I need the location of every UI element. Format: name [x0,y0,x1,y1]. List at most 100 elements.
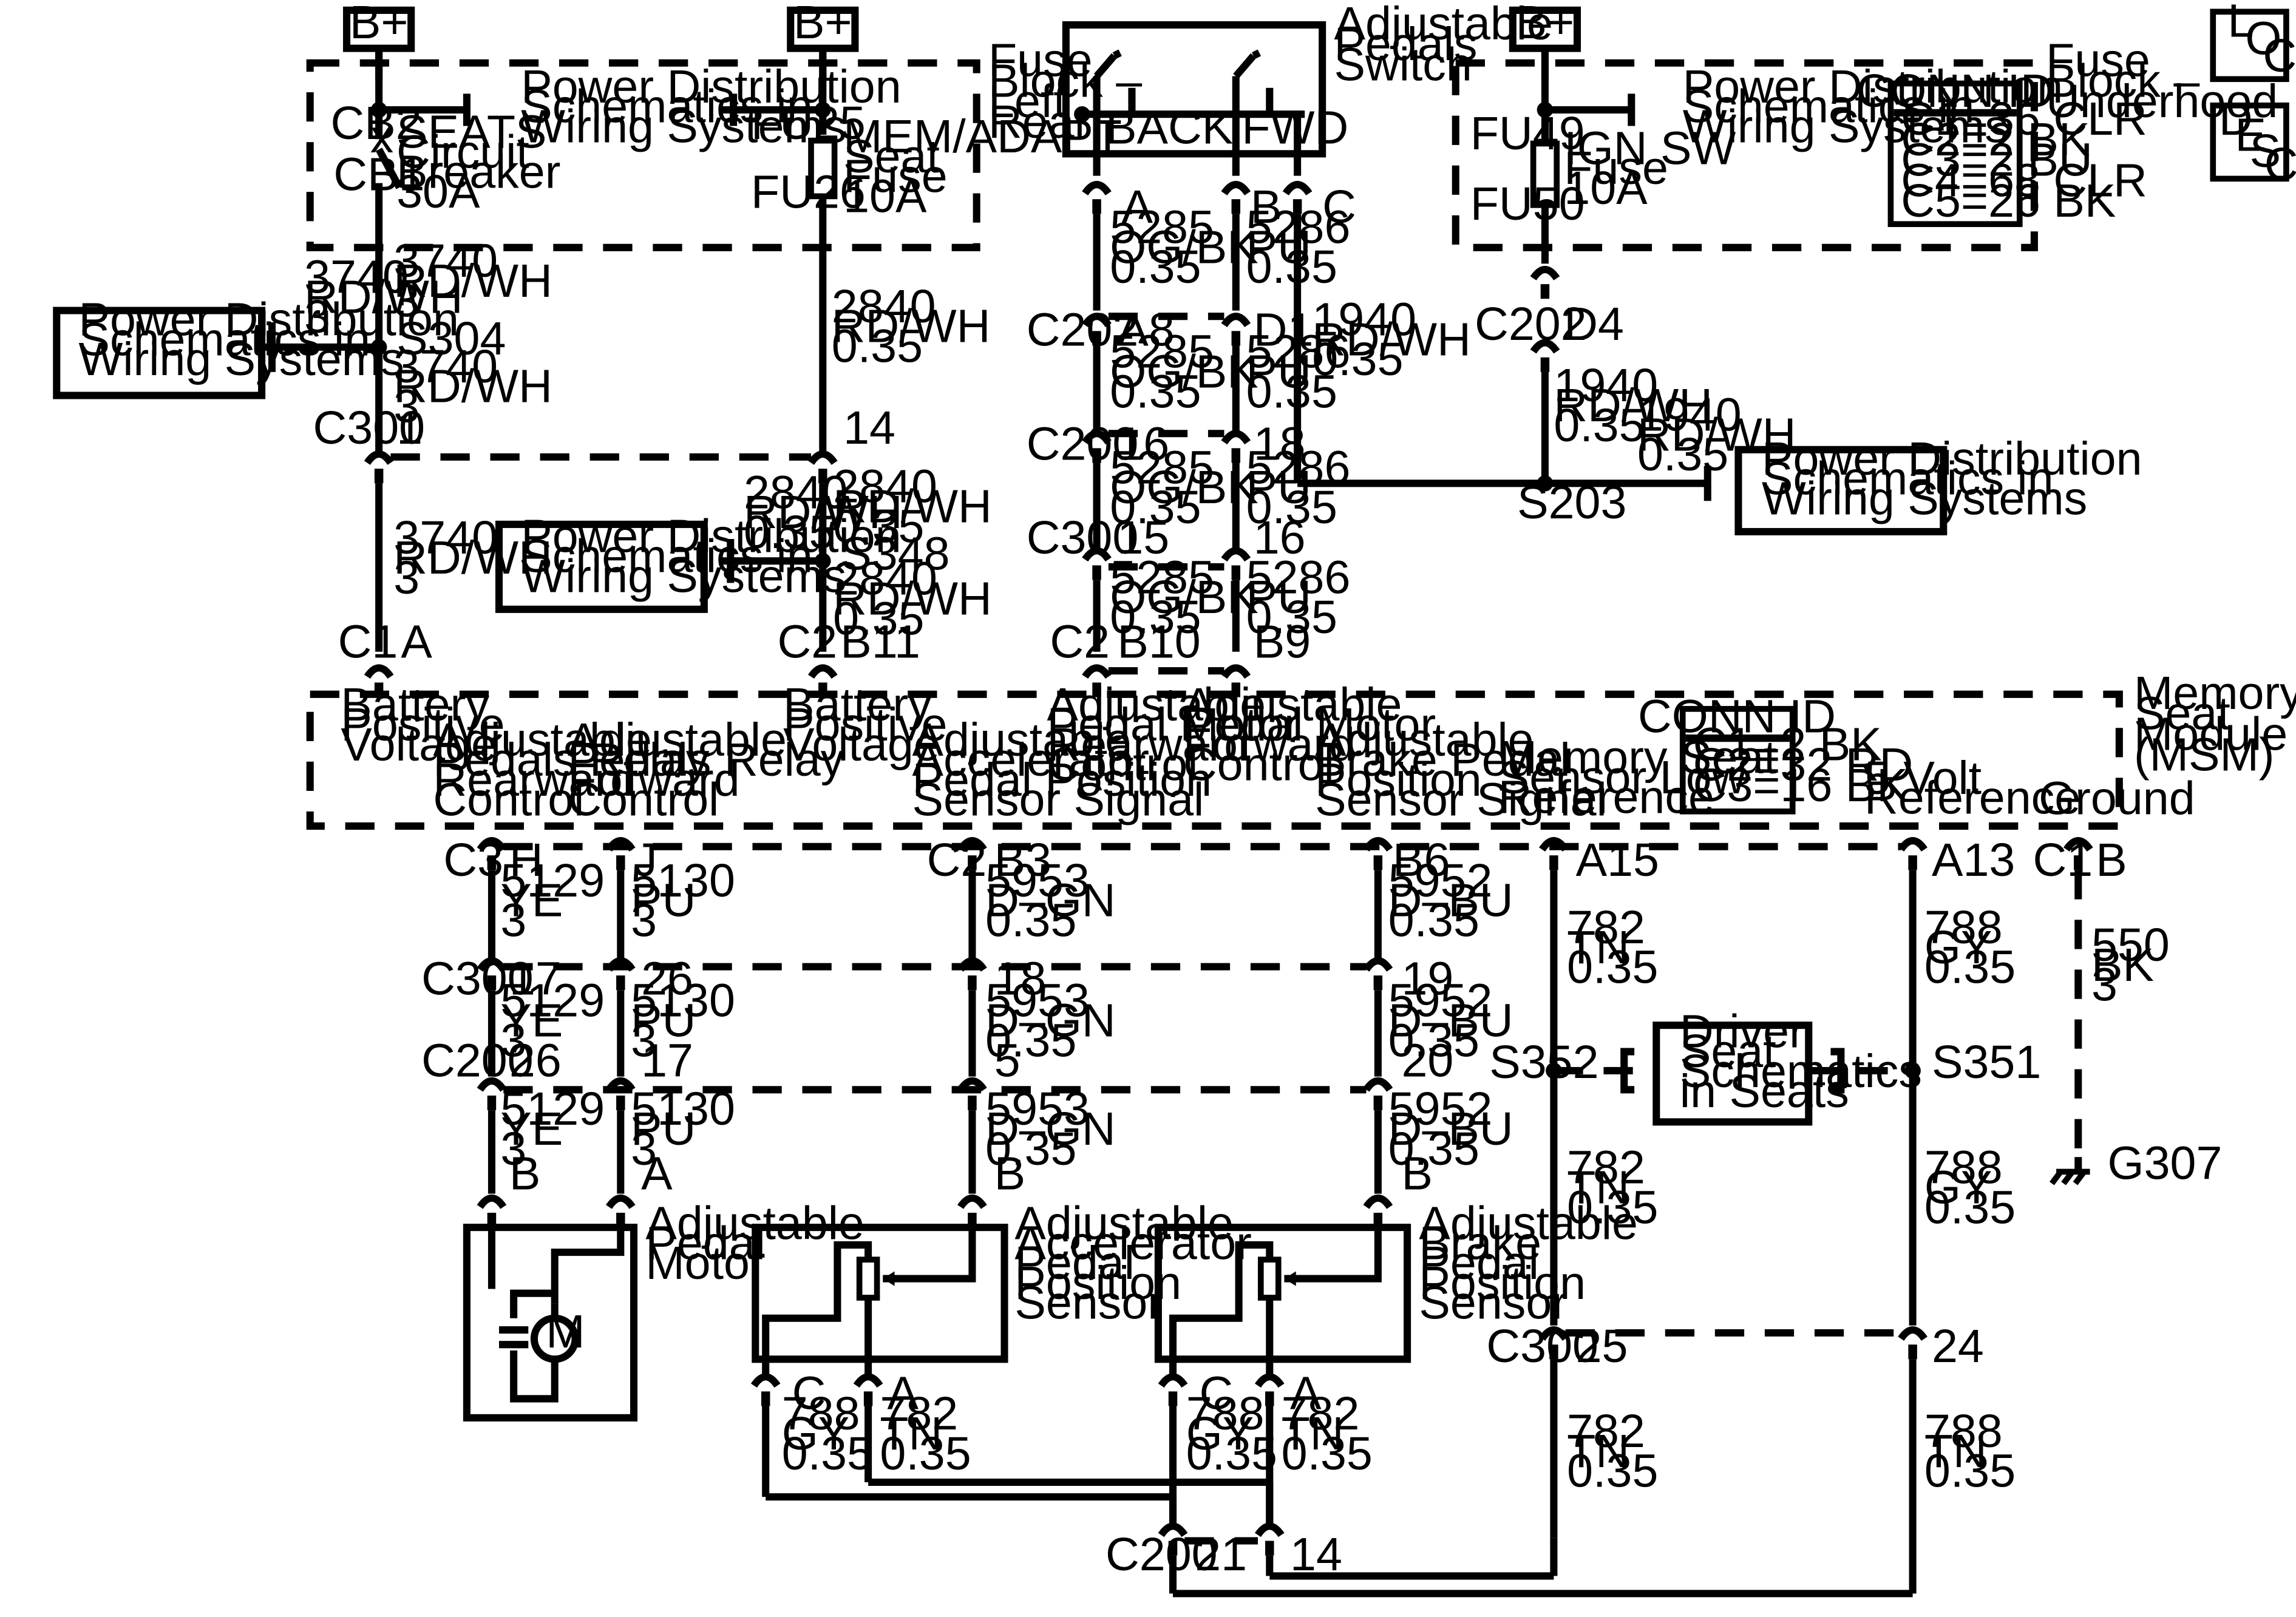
wire-label: 5285 [1110,441,1214,493]
breaker-x: x [370,110,394,163]
component-box [1154,1224,1411,1363]
wire-label: 0.35 [833,592,924,645]
connector-label: H [509,834,543,886]
wire-label: 0.35 [833,500,924,552]
wire-label: RD/WH [833,480,992,532]
connector-label: B [994,1147,1026,1199]
wire-label: OG/BK [1110,221,1258,273]
wire-label: TN [1567,1425,1629,1477]
wire-label: 0.35 [985,1014,1076,1066]
fuse-block-title: Underhood [2046,75,2278,127]
wire-label: 5130 [631,855,735,907]
wire-label: 5952 [1388,975,1493,1027]
cb-label: CB2 [331,97,422,149]
wire-path [1830,1048,1845,1094]
driver-seat-label: Seat [1680,1025,1776,1077]
msm-pin-label: Voltage [341,719,497,771]
wire-label: 788 [1186,1388,1265,1440]
connector-female [605,1194,636,1209]
connector-pin [968,1095,977,1111]
stamp-letter: C [2263,30,2296,82]
wire-label: 3740 [393,341,498,393]
wire-label: 1940 [1554,359,1658,412]
wire-label: 0.35 [880,1428,971,1480]
fuse-block-title: Rear [988,96,1090,148]
wire-label: 5952 [1388,1083,1493,1135]
connector-pin [1265,1541,1274,1556]
conn-id-entry: C4=68 CLR [1901,154,2147,206]
connector-pin [1231,448,1241,463]
wire-label: 0.35 [985,1123,1076,1175]
wire-label: TN [1924,1425,1987,1477]
connector-label: A [641,1147,673,1199]
connector-label: B [1251,181,1282,233]
fuse-block-title: Block – [2046,55,2199,107]
wire-label: 782 [1282,1388,1360,1440]
connector-label: 19 [1401,952,1453,1005]
wire-label: 5286 [1246,441,1351,493]
wire-label: YE [500,1103,563,1155]
connector-pin [1092,682,1101,697]
connector-pin [1092,331,1101,346]
msm-title: Memory [2134,667,2296,719]
switch-title: Adjustable [1334,0,1553,50]
wire-label: 5130 [631,1083,735,1135]
connector-pin [487,1095,497,1111]
msm-pin-label: Position [1315,754,1482,806]
wire-label: GY [782,1408,850,1460]
connector-label: C [1199,1367,1233,1419]
connector-pin [968,855,977,870]
connector-pin [1908,855,1917,870]
battery-label: B+ [793,0,852,49]
wire-label: 0.35 [985,894,1076,946]
wire-label: TN [1282,1408,1344,1460]
battery-box [787,6,859,52]
connector-female [1363,957,1393,972]
connector-label: 25 [1576,1320,1628,1372]
conn-id-title: CONN ID [1856,65,2054,117]
wire-path [762,1241,872,1377]
wire-path [551,1227,625,1304]
connector-female [1082,547,1112,562]
wire-label: 0.35 [1110,241,1201,293]
wire-label: 782 [1567,1405,1645,1457]
conn-id-entry: C2=2 BK [1901,114,2090,166]
wire-label: OG/BK [1110,345,1258,398]
msm-pin-label: Control [1047,739,1198,791]
wire-label: 3 [500,894,526,946]
switch-fwd: FWD [1241,101,1348,154]
wire-label: YE [500,875,563,927]
connector-female [807,664,838,679]
wire-label: 3 [631,894,657,946]
fuse-label: FU25 [751,97,866,149]
wire-label: 0.35 [1567,1181,1658,1233]
component-label: Pedal [645,1217,765,1269]
wire-label: 0.35 [1554,399,1645,452]
wire-label: YE [500,994,563,1046]
wire-label: 5129 [500,1083,605,1135]
wire-label: 788 [1924,1405,2003,1457]
component-label: Accelerator [1014,1217,1251,1269]
connector-label: 15 [1117,512,1169,564]
component-label: Motor [645,1237,765,1289]
wire-label: 0.35 [744,506,835,558]
wire-label: 5286 [1246,551,1351,603]
wire-label: 2840 [832,280,936,333]
connector-pin [863,1391,873,1406]
wire-label: PU [631,994,696,1046]
wire-label: 3 [500,1123,526,1175]
connector-female [364,450,394,466]
wire-label: 5953 [985,975,1090,1027]
wire-label: 5130 [631,975,735,1027]
connector-pin [487,855,497,870]
msm-pin-label: Accelerator [912,734,1149,786]
pds-label: Wiring Systems [78,333,404,385]
wire-label: 3740 [304,251,409,303]
ground-symbol [2049,1168,2090,1185]
connector-pin [1549,1344,1558,1360]
wire-label: 3 [393,380,419,432]
wire-path [1169,1241,1274,1377]
msm-pin-label: Memory Seat [1498,731,1777,784]
fuse-block-title: Fuse [988,34,1093,86]
connector-pin [374,469,384,484]
